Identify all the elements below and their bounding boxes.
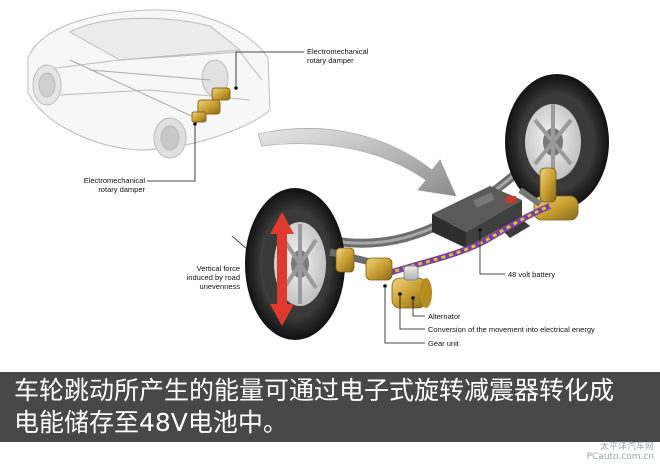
force-arrow-icon <box>270 212 294 326</box>
battery-illustration <box>432 186 530 248</box>
label-line: rotary damper <box>307 56 354 65</box>
flow-arrow-icon <box>257 128 457 197</box>
label-line: Electromechanical <box>307 47 369 56</box>
label-vertical-force: Vertical force induced by road unevennes… <box>140 264 240 291</box>
watermark-line-1: 太平洋汽车网 <box>599 442 654 452</box>
watermark-line-2: PCauto.com.cn <box>586 452 654 462</box>
label-line: rotary damper <box>98 185 145 194</box>
caption-line-1: 车轮跳动所产生的能量可通过电子式旋转减震器转化成 <box>14 376 615 405</box>
label-battery: 48 volt battery <box>508 270 556 279</box>
wheel-illustration <box>505 74 609 210</box>
damper-illustration <box>329 247 432 309</box>
label-line: Electromechanical <box>83 176 145 185</box>
caption-line-2: 电能储存至48V电池中。 <box>14 408 288 437</box>
damper-illustration <box>518 167 579 221</box>
car-illustration <box>27 9 271 159</box>
label-line: unevenness <box>199 282 240 291</box>
label-damper-top: Electromechanical rotary damper <box>307 47 427 65</box>
label-damper-left: Electromechanical rotary damper <box>30 176 145 194</box>
watermark: 太平洋汽车网 PCauto.com.cn <box>564 442 654 462</box>
caption-banner: 车轮跳动所产生的能量可通过电子式旋转减震器转化成 电能储存至48V电池中。 <box>0 372 660 442</box>
label-line: induced by road <box>186 273 240 282</box>
label-gear-unit: Gear unit <box>428 339 459 348</box>
label-line: Vertical force <box>196 264 240 273</box>
wheel-illustration <box>245 188 345 340</box>
label-conversion: Conversion of the movement into electric… <box>428 325 595 334</box>
label-alternator: Alternator <box>428 312 461 321</box>
